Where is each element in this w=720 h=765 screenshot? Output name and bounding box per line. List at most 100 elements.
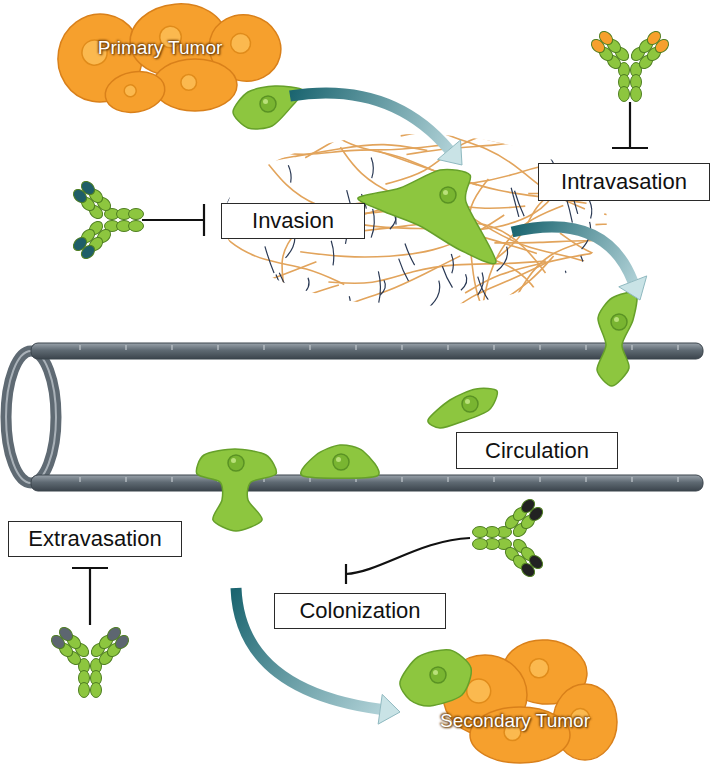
inhibition-bar	[345, 564, 347, 584]
cell-nucleus	[260, 96, 276, 112]
vessel-wall-seam	[493, 345, 494, 350]
inhibition-bar	[203, 204, 205, 236]
step-box: Intravasation	[538, 163, 710, 201]
antibody	[71, 179, 144, 261]
cell-nucleus	[462, 396, 478, 412]
collagen-fiber	[406, 89, 582, 155]
cell-body	[428, 388, 497, 428]
vessel-wall-seam	[79, 477, 80, 482]
metastatic-cell	[400, 650, 471, 706]
cell-nucleus	[123, 84, 137, 98]
node-text: Extravasation	[28, 526, 161, 552]
collagen-fiber	[60, 274, 261, 327]
inhibition-mark	[612, 102, 648, 148]
tumor-label: Secondary Tumor	[430, 704, 600, 738]
cell-body	[102, 67, 168, 117]
inhibition-line	[89, 568, 91, 625]
arrow-shaft	[290, 93, 449, 150]
vessel-wall-seam	[447, 477, 448, 482]
vessel-wall-seam	[309, 345, 310, 350]
collagen-fiber	[223, 136, 439, 155]
vessel-wall-seam	[631, 477, 632, 482]
metastatic-cell	[301, 445, 379, 478]
matrix-filament	[497, 247, 508, 272]
vessel-wall-seam	[125, 477, 126, 482]
vessel-wall-seam	[355, 345, 356, 350]
antibody-domain	[79, 683, 90, 698]
vessel-wall-seam	[585, 345, 586, 350]
matrix-filament	[378, 271, 380, 302]
antibody-domain	[129, 209, 144, 220]
matrix-filament	[331, 241, 334, 266]
node-text: Intravasation	[561, 169, 687, 195]
tumor-cell	[102, 67, 168, 117]
antibody	[589, 29, 671, 102]
matrix-filament	[589, 201, 591, 219]
matrix-filament	[371, 209, 374, 238]
node-text: Primary Tumor	[98, 37, 223, 59]
flow-arrow	[512, 227, 647, 300]
vessel-wall-seam	[447, 345, 448, 350]
antibody-domain	[473, 539, 488, 550]
tumor-cell	[153, 59, 237, 111]
matrix-filament	[430, 281, 440, 307]
vessel-wall-seam	[401, 477, 402, 482]
vessel-opening-rim	[6, 351, 56, 483]
nucleus-highlight	[231, 458, 236, 463]
vessel-wall-seam	[263, 345, 264, 350]
cell-nucleus	[529, 658, 550, 679]
arrow-shaft	[512, 227, 633, 282]
cell-body	[301, 445, 379, 478]
matrix-filament	[442, 266, 452, 287]
vessel-wall-seam	[217, 345, 218, 350]
cell-nucleus	[611, 314, 627, 330]
cell-nucleus	[228, 455, 244, 471]
nucleus-highlight	[263, 99, 268, 104]
migrating-cells	[196, 86, 637, 531]
antibody-domain	[105, 625, 123, 643]
metastatic-cell	[196, 449, 276, 531]
cell-body	[153, 59, 237, 111]
collagen-fiber	[328, 261, 545, 283]
inhibition-line	[346, 538, 470, 574]
matrix-filament	[380, 280, 385, 295]
step-box: Circulation	[456, 432, 618, 469]
metastatic-cell	[428, 388, 497, 428]
collagen-fiber	[605, 114, 720, 139]
collagen-fiber	[595, 212, 720, 236]
matrix-filament	[461, 274, 467, 290]
matrix-filament	[478, 272, 484, 295]
antibody-domain	[527, 553, 545, 571]
inhibition-mark	[346, 538, 470, 584]
node-text: Circulation	[485, 438, 589, 464]
cell-nucleus	[430, 667, 446, 683]
arrow-head	[378, 694, 400, 724]
cell-body	[400, 650, 471, 706]
flow-arrow	[290, 93, 462, 165]
antibody-domain	[129, 221, 144, 232]
inhibition-bar	[612, 147, 648, 149]
inhibition-bar	[72, 567, 108, 569]
arrow-head	[619, 276, 647, 300]
matrix-filament	[279, 273, 286, 288]
vessel-wall-seam	[401, 345, 402, 350]
inhibition-mark	[72, 568, 108, 625]
matrix-filament	[581, 256, 588, 275]
vessel-wall-seam	[677, 477, 678, 482]
matrix-filament	[265, 246, 274, 273]
cell-nucleus	[467, 679, 491, 703]
nucleus-highlight	[336, 457, 341, 462]
vessel-wall-seam	[677, 345, 678, 350]
cell-body	[597, 292, 637, 386]
node-text: Secondary Tumor	[440, 710, 590, 732]
antibody-domain	[91, 683, 102, 698]
vessel-wall-seam	[493, 477, 494, 482]
cell-nucleus	[229, 31, 253, 55]
matrix-filament	[405, 244, 415, 266]
antibody-domain	[57, 625, 75, 643]
inhibition-mark	[142, 204, 204, 236]
vessel-wall-seam	[539, 345, 540, 350]
step-box: Extravasation	[8, 521, 182, 557]
